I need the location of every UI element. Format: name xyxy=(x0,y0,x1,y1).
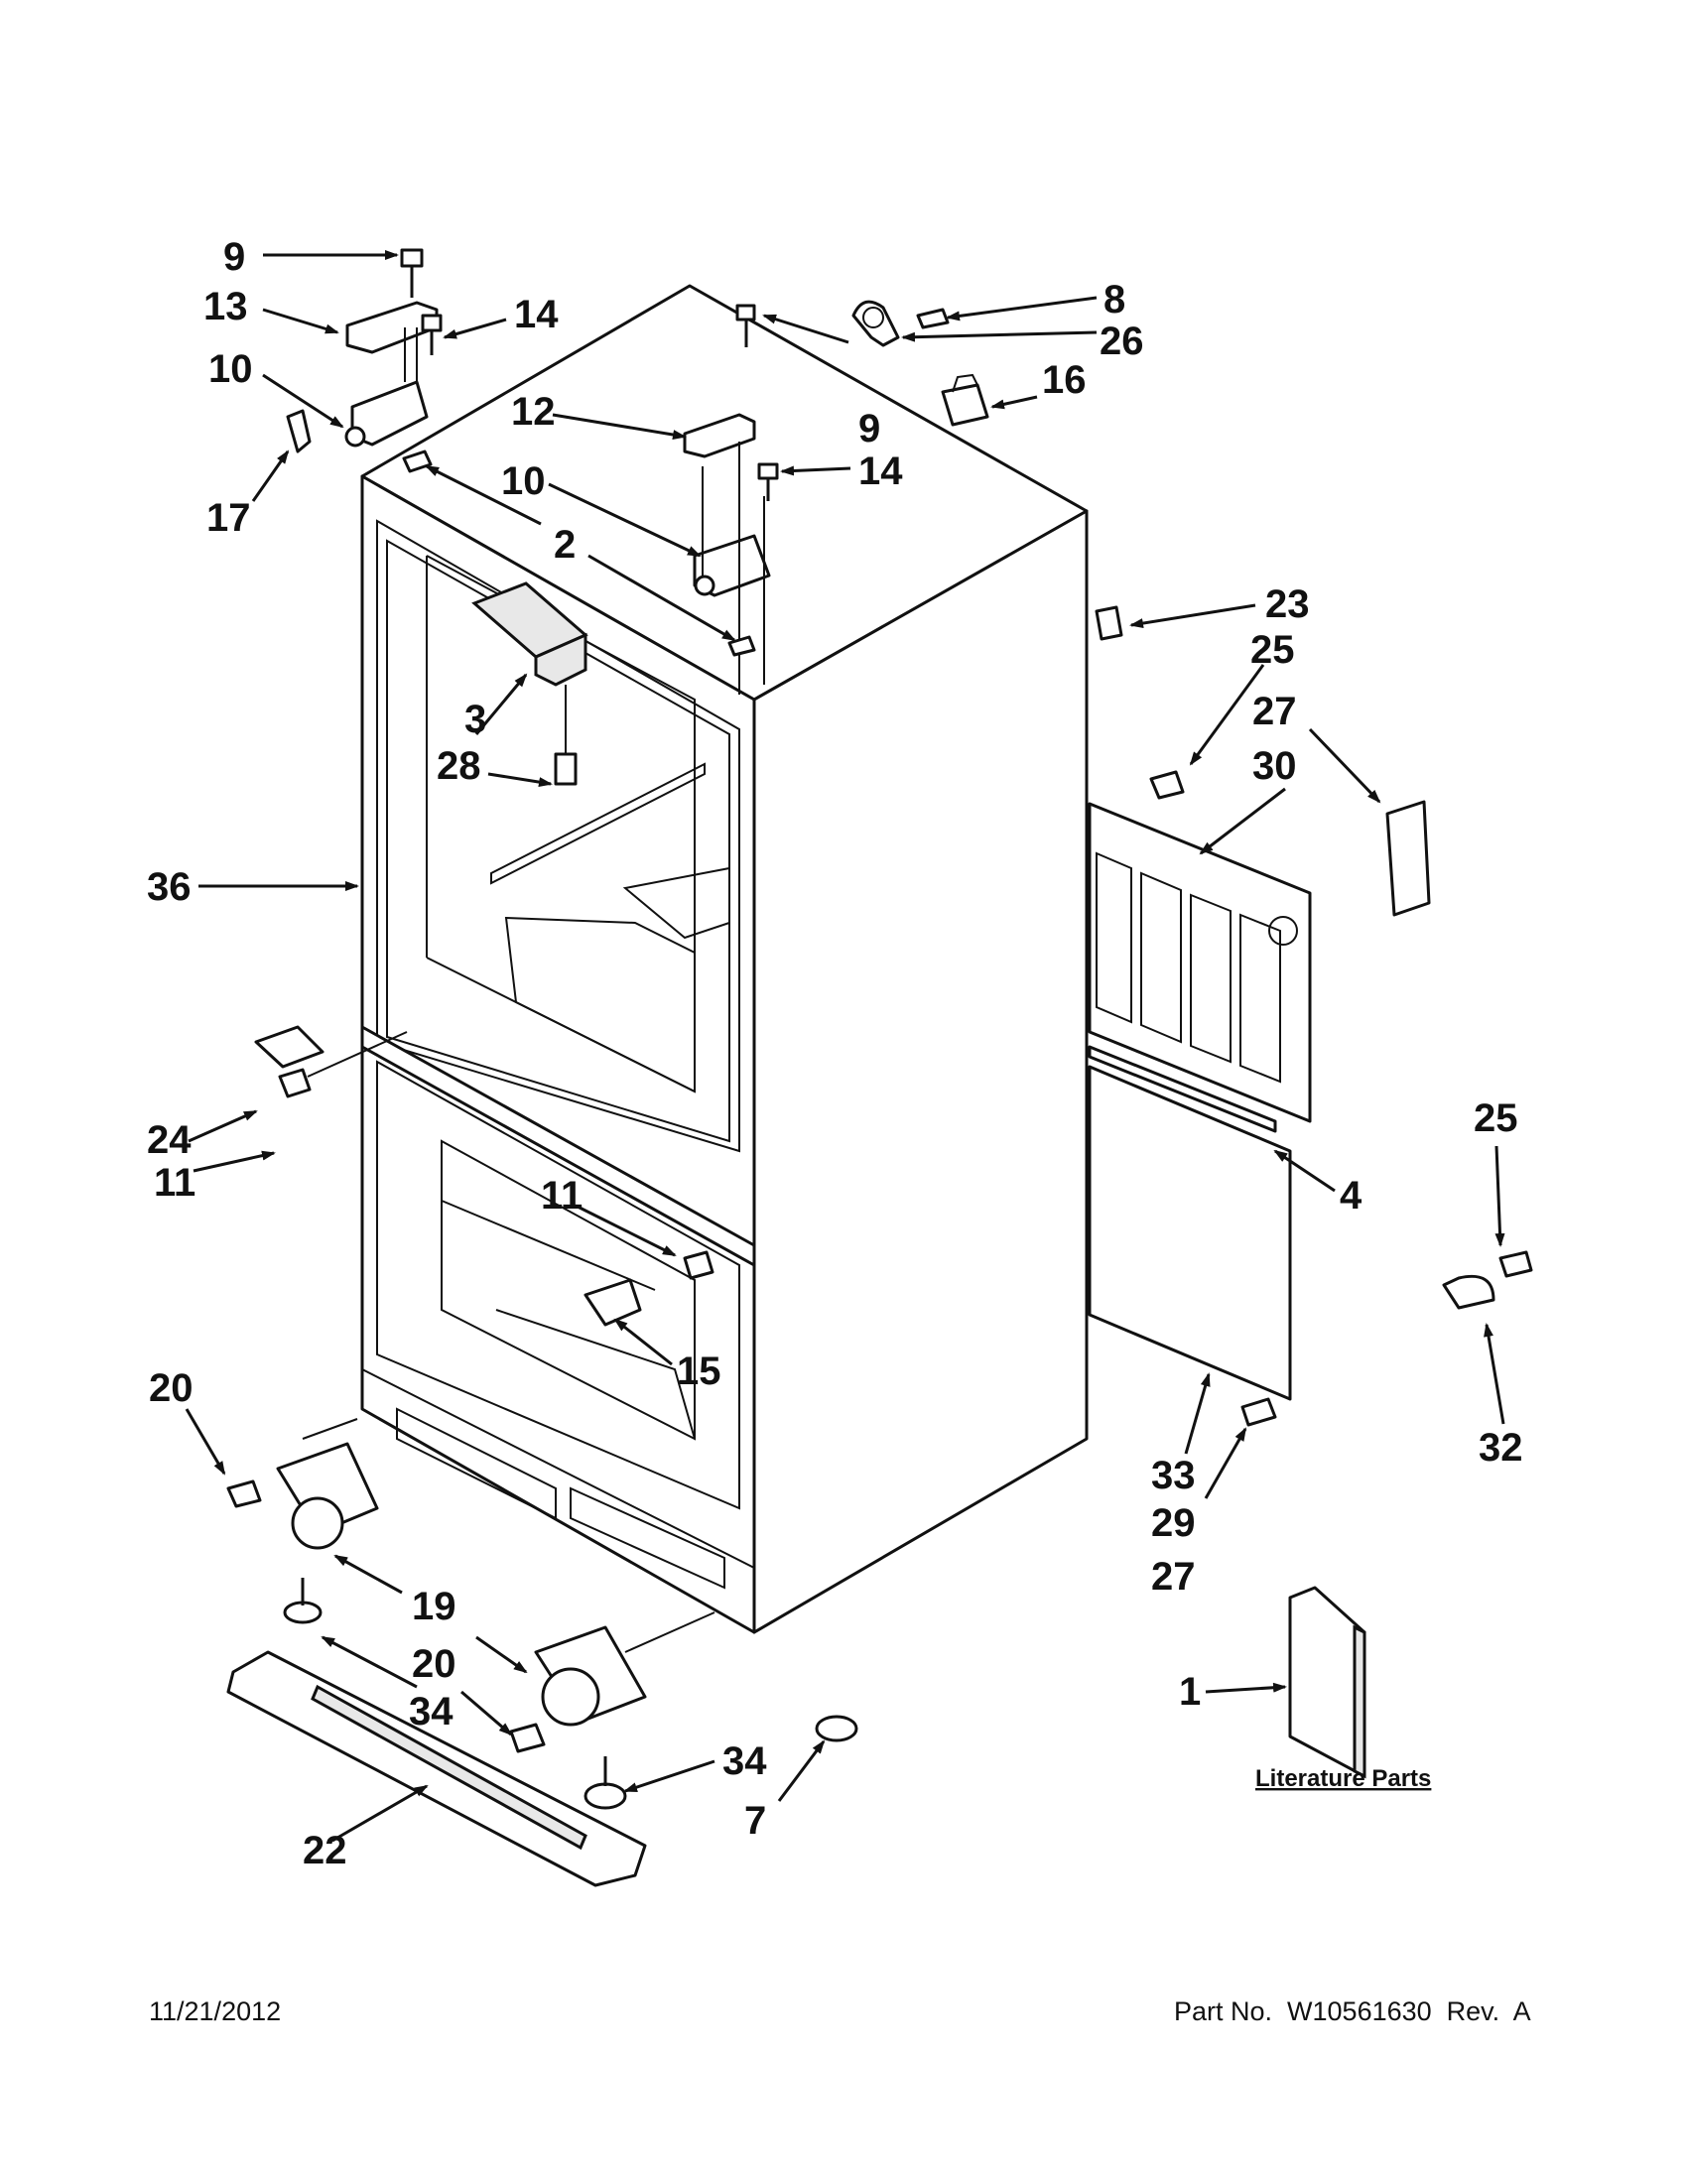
screw-28 xyxy=(554,752,578,786)
callout-20: 20 xyxy=(412,1642,456,1686)
callout-23: 23 xyxy=(1265,582,1310,626)
callout-25: 25 xyxy=(1474,1096,1518,1140)
callout-10: 10 xyxy=(208,347,253,391)
front-roller-right xyxy=(534,1611,715,1727)
callout-25: 25 xyxy=(1250,628,1295,672)
screw-11-left xyxy=(278,1031,408,1098)
bracket-24 xyxy=(254,1025,324,1069)
screw-20-left xyxy=(226,1479,262,1508)
leveling-leg-right xyxy=(584,1756,627,1810)
callout-14: 14 xyxy=(514,293,559,336)
callout-36: 36 xyxy=(147,865,192,909)
callout-34: 34 xyxy=(722,1739,767,1783)
footer-part-number: Part No. W10561630 Rev. A xyxy=(1174,1996,1531,2026)
callout-1: 1 xyxy=(1179,1670,1201,1714)
callout-13: 13 xyxy=(203,285,248,328)
wire-cover-17 xyxy=(286,409,312,453)
hinge-screw-14-center xyxy=(757,462,779,501)
callout-12: 12 xyxy=(511,390,556,434)
callout-3: 3 xyxy=(464,698,486,741)
callout-26: 26 xyxy=(1100,320,1144,363)
callout-10: 10 xyxy=(501,459,546,503)
callout-16: 16 xyxy=(1042,358,1087,402)
callout-11: 11 xyxy=(154,1161,195,1205)
callout-27: 27 xyxy=(1151,1555,1196,1599)
literature-parts-label: Literature Parts xyxy=(1255,1765,1431,1792)
callout-24: 24 xyxy=(147,1118,192,1162)
callout-labels: 9 13 14 10 17 2 10 12 9 14 8 26 16 23 25… xyxy=(147,235,1523,1872)
callout-14: 14 xyxy=(858,450,903,493)
gasket-strip-4 xyxy=(1088,1045,1277,1133)
hinge-shim-2-left xyxy=(402,450,433,473)
screw-25-panel xyxy=(1149,770,1185,800)
rear-panel-33 xyxy=(1088,1065,1292,1401)
hinge-screw-9-center xyxy=(735,304,756,347)
literature-book xyxy=(1288,1586,1366,1779)
callout-27: 27 xyxy=(1252,690,1297,733)
clip-23 xyxy=(1095,605,1123,641)
bracket-16 xyxy=(941,373,989,427)
screw-20-right xyxy=(509,1723,546,1753)
front-roller-left xyxy=(276,1418,379,1550)
callout-15: 15 xyxy=(677,1349,721,1393)
screw-8 xyxy=(916,308,950,329)
hinge-screw-14-left xyxy=(421,314,443,355)
hinge-screw-9-left xyxy=(400,248,424,298)
footer-date: 11/21/2012 xyxy=(149,1996,282,2026)
cap-7 xyxy=(815,1715,858,1742)
leader-arrows xyxy=(185,250,1505,1843)
callout-9: 9 xyxy=(858,407,880,450)
clip-29 xyxy=(1240,1397,1277,1427)
clip-27 xyxy=(1385,800,1431,917)
refrigerator-cabinet xyxy=(360,284,1089,1634)
callout-7: 7 xyxy=(744,1799,766,1843)
callout-9: 9 xyxy=(223,235,245,279)
callout-34: 34 xyxy=(409,1690,454,1734)
callout-19: 19 xyxy=(412,1585,456,1628)
callout-20: 20 xyxy=(149,1366,194,1410)
access-cover-30 xyxy=(1088,802,1312,1123)
screw-25-right xyxy=(1498,1250,1533,1278)
cable-clamp-26 xyxy=(851,300,900,347)
callout-8: 8 xyxy=(1103,278,1125,321)
callout-29: 29 xyxy=(1151,1501,1196,1545)
leveling-leg-left xyxy=(283,1578,323,1624)
callout-11: 11 xyxy=(541,1174,583,1218)
clamp-32 xyxy=(1442,1274,1495,1310)
callout-22: 22 xyxy=(303,1829,347,1872)
control-housing-3 xyxy=(471,581,588,754)
callout-28: 28 xyxy=(437,744,481,788)
callout-32: 32 xyxy=(1479,1426,1523,1470)
callout-4: 4 xyxy=(1340,1174,1363,1218)
bracket-15 xyxy=(584,1278,642,1327)
screw-11-center xyxy=(683,1250,714,1280)
hinge-shim-2-center xyxy=(727,635,756,657)
callout-33: 33 xyxy=(1151,1454,1196,1497)
callout-2: 2 xyxy=(554,523,576,567)
toe-grille-22 xyxy=(226,1650,647,1887)
top-left-hinge xyxy=(344,301,439,448)
callout-17: 17 xyxy=(206,496,251,540)
callout-30: 30 xyxy=(1252,744,1297,788)
